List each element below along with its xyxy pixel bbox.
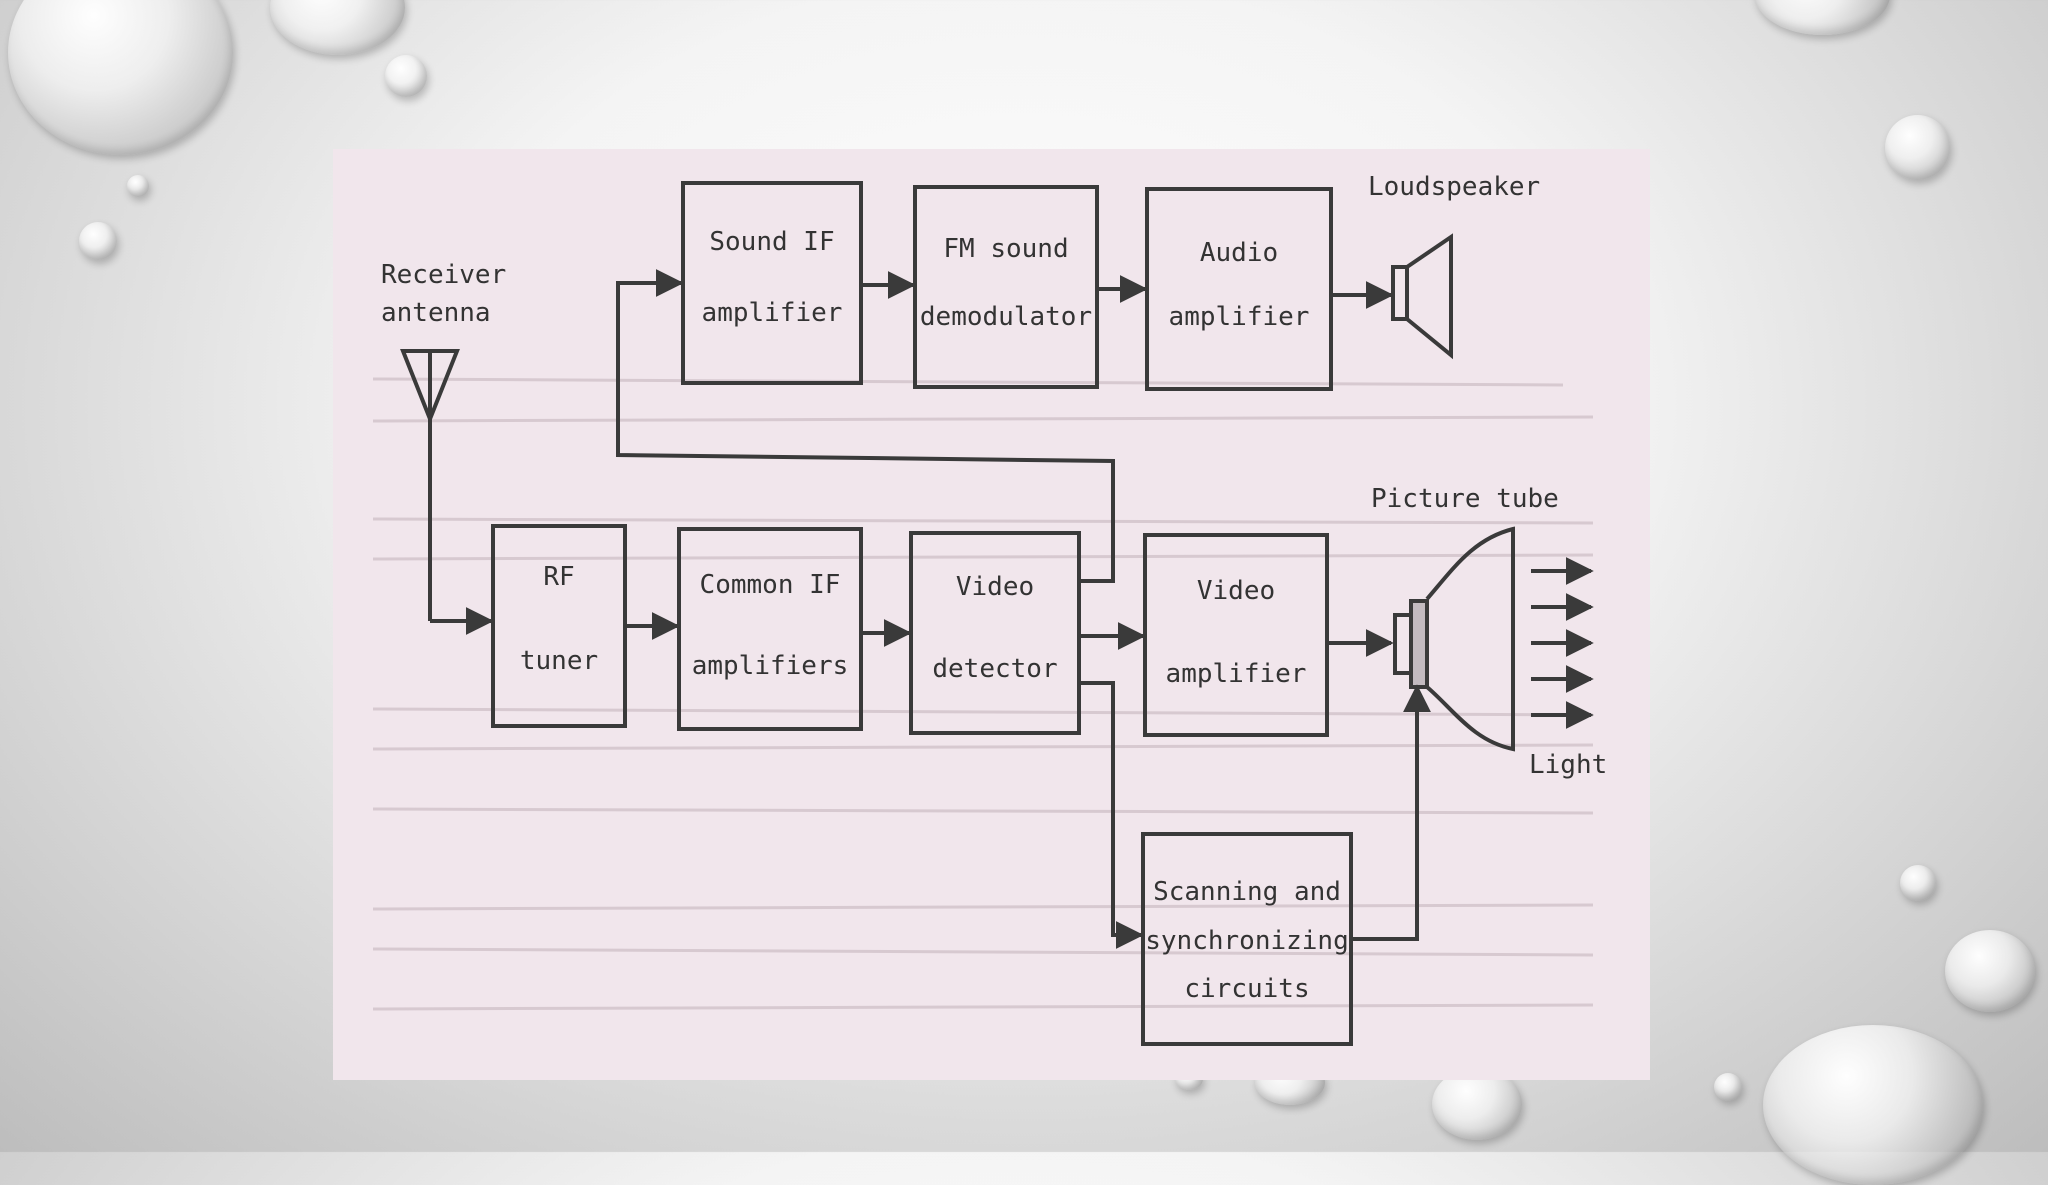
water-droplet — [1432, 1068, 1522, 1140]
video-amp-line1: Video — [1197, 576, 1275, 606]
scanning-to-tube-path — [1351, 684, 1431, 941]
receiver-antenna-label-line2: antenna — [381, 298, 491, 328]
picture-tube-label: Picture tube — [1371, 484, 1559, 514]
light-rays — [1531, 557, 1594, 729]
audio-amp-line2: amplifier — [1169, 302, 1310, 332]
water-droplet — [1885, 115, 1950, 180]
audio-amplifier-block — [1145, 187, 1333, 391]
sound-feedback-path — [616, 269, 1115, 583]
video-det-line2: detector — [932, 654, 1057, 684]
water-droplet — [127, 175, 149, 197]
water-droplet — [79, 222, 117, 260]
video-det-line1: Video — [956, 572, 1034, 602]
loudspeaker-icon — [1391, 233, 1453, 360]
video-amp-line2: amplifier — [1166, 659, 1307, 689]
audio-amp-line1: Audio — [1200, 238, 1278, 268]
picture-tube-icon — [1393, 526, 1515, 752]
rf-tuner-block — [491, 524, 627, 728]
antenna-icon — [400, 349, 460, 621]
fm-sound-line2: demodulator — [920, 302, 1092, 332]
water-droplet — [1755, 0, 1890, 35]
scanning-line2: synchronizing — [1145, 926, 1349, 956]
receiver-antenna-label-line1: Receiver — [381, 260, 506, 290]
loudspeaker-label: Loudspeaker — [1368, 172, 1540, 202]
scanning-line1: Scanning and — [1153, 877, 1341, 907]
light-label: Light — [1529, 750, 1607, 780]
water-droplet — [1714, 1073, 1742, 1101]
fm-sound-demodulator-block — [913, 185, 1099, 389]
fm-sound-line1: FM sound — [943, 234, 1068, 264]
diagram-canvas: Sound IF amplifier FM sound demodulator … — [372, 172, 1607, 1046]
video-detector-block — [909, 531, 1081, 735]
water-droplet — [270, 0, 405, 55]
water-droplet — [1763, 1025, 1983, 1185]
rf-tuner-line2: tuner — [520, 646, 598, 676]
water-droplet — [1900, 865, 1936, 901]
scanning-line3: circuits — [1184, 974, 1309, 1004]
sound-if-line1: Sound IF — [709, 227, 834, 257]
sound-if-line2: amplifier — [702, 298, 843, 328]
water-droplet — [8, 0, 233, 155]
video-amplifier-block — [1143, 533, 1329, 737]
background-text-noise — [372, 377, 1594, 1011]
rf-tuner-line1: RF — [543, 562, 574, 592]
common-if-line2: amplifiers — [692, 651, 849, 681]
common-if-line1: Common IF — [700, 570, 841, 600]
water-droplet — [385, 55, 427, 97]
tv-receiver-block-diagram: Sound IF amplifier FM sound demodulator … — [333, 149, 1650, 1080]
video-det-to-scanning-path — [1079, 681, 1144, 949]
sound-if-amplifier-block — [681, 181, 863, 385]
water-droplet — [1945, 930, 2035, 1012]
